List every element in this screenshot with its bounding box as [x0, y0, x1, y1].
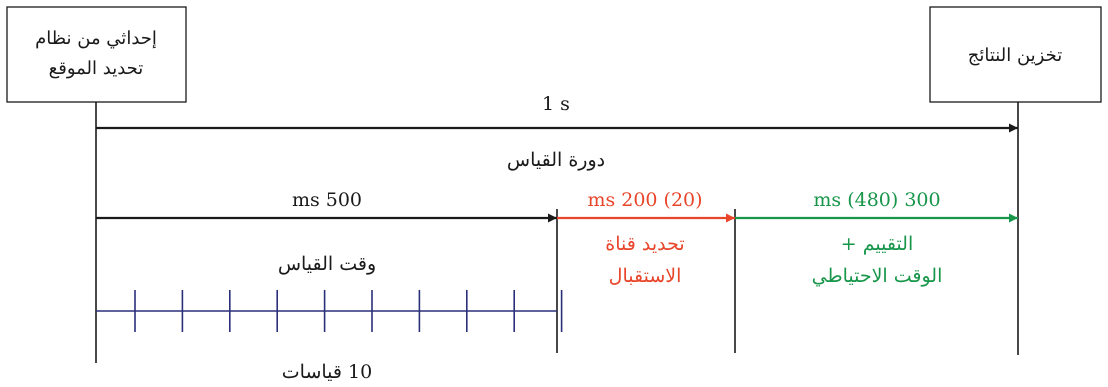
- gps-input-label-line2: تحديد الموقع: [49, 58, 144, 79]
- cycle-duration-label: 1 s: [542, 93, 570, 115]
- gps-input-label-line1: إحداثي من نظام: [35, 28, 157, 49]
- measurement-ticks: [96, 290, 563, 332]
- eval-duration-label: ms (480) 300: [813, 189, 940, 211]
- cycle-label: دورة القياس: [507, 149, 605, 171]
- channel-label-line2: الاستقبال: [609, 265, 682, 287]
- store-results-box: تخزين النتائج: [929, 6, 1102, 103]
- measure-duration-label: ms 500: [292, 189, 362, 211]
- measurement-count-label: 10 قياسات: [282, 361, 372, 383]
- eval-label-line2: الوقت الاحتياطي: [812, 265, 943, 287]
- gps-input-box: إحداثي من نظام تحديد الموقع: [6, 6, 187, 103]
- channel-duration-label: ms 200 (20): [587, 189, 702, 211]
- store-results-label: تخزين النتائج: [968, 45, 1062, 66]
- measure-label: وقت القياس: [278, 253, 376, 275]
- eval-label-line1: التقييم +: [841, 233, 913, 255]
- channel-label-line1: تحديد قناة: [605, 233, 684, 255]
